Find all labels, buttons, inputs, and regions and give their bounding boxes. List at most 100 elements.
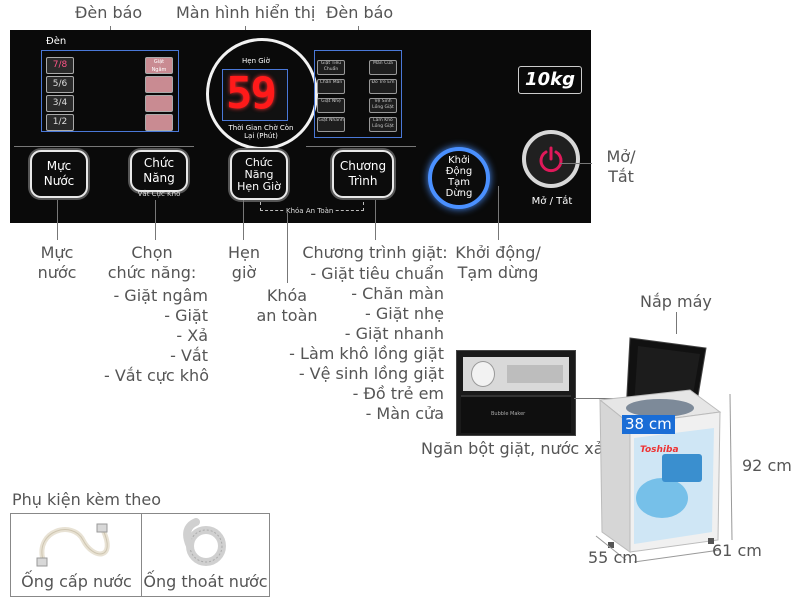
indicator-lights-right-label: Đèn báo [326, 3, 394, 22]
power-label: Mở / Tắt [531, 196, 573, 207]
control-panel: Đèn 7/8 5/6 3/4 1/2 Giặt Ngâm Giặt Xả Vắ… [10, 30, 591, 223]
indicator-lights-left-label: Đèn báo [75, 3, 143, 22]
timer-callout: Hẹn giờ [227, 243, 260, 282]
program-button[interactable]: Chương Trình [332, 150, 394, 198]
indicator-quick: Giặt Nhanh [317, 117, 345, 132]
leader-line [676, 312, 677, 334]
function-sub-label: Vắt Cực Khô [137, 190, 181, 198]
indicator-baby: Đồ Trẻ Em [369, 79, 397, 94]
panel-divider [306, 146, 416, 147]
power-callout: Mở/ Tắt [606, 147, 636, 186]
powder-compartment [507, 365, 563, 383]
function-button[interactable]: Chức Năng [130, 150, 188, 192]
accessory-drain-hose-label: Ống thoát nước [143, 572, 268, 591]
water-level-3-4: 3/4 [46, 95, 74, 112]
front-graphic-badge [662, 454, 702, 482]
indicator-rinse: Xả [145, 95, 173, 112]
program-button-label: Chương Trình [339, 159, 387, 188]
drain-hose-icon [183, 518, 226, 566]
lid-callout: Nắp máy [640, 292, 712, 311]
drum-opening [626, 399, 694, 417]
height-dimension: 92 cm [742, 456, 792, 475]
capacity-badge: 10kg [518, 66, 582, 94]
right-indicator-group [314, 50, 402, 138]
program-item: - Làm khô lồng giặt [289, 344, 444, 363]
program-item: - Vệ sinh lồng giặt [298, 364, 444, 383]
accessory-inlet-hose-label: Ống cấp nước [21, 572, 132, 591]
child-lock-label: Khóa An Toàn [284, 207, 336, 215]
indicator-curtain: Màn Cửa [369, 60, 397, 75]
program-item: - Chăn màn [351, 284, 444, 303]
leader-line [57, 200, 58, 240]
indicator-blanket: Chăn Màn [317, 79, 345, 94]
depth-dimension: 61 cm [712, 541, 762, 560]
machine-foot [608, 542, 614, 548]
indicator-standard: Giặt Tiêu Chuẩn [317, 60, 345, 75]
power-button[interactable] [522, 130, 580, 188]
display-caption: Thời Gian Chờ Còn Lại (Phút) [228, 124, 294, 140]
indicator-wash: Giặt [145, 76, 173, 93]
water-level-button[interactable]: Mực Nước [30, 150, 88, 198]
water-level-header: Đèn [46, 36, 67, 47]
function-item: - Giặt [164, 306, 208, 325]
leader-line [574, 398, 614, 399]
indicator-spin: Vắt [145, 114, 173, 131]
indicator-tub-clean: Vệ Sinh Lồng Giặt [369, 98, 397, 113]
leader-line [155, 200, 156, 240]
width-dimension-line [595, 535, 627, 561]
detergent-drawer-photo: Bubble Maker [456, 350, 576, 436]
leader-line [560, 163, 592, 164]
leader-line [243, 200, 244, 240]
front-logo: Toshiba [640, 445, 679, 455]
function-list: - Giặt ngâm - Giặt - Xả - Vắt - Vắt cực … [104, 286, 209, 386]
program-item: - Giặt nhanh [344, 324, 444, 343]
program-item: - Giặt nhẹ [365, 304, 444, 323]
water-level-5-6: 5/6 [46, 76, 74, 93]
left-indicator-group [41, 50, 179, 132]
display-ring [206, 38, 318, 150]
accessory-drain-hose: Ống thoát nước [141, 513, 270, 597]
start-pause-label: Khởi Động Tạm Dừng [445, 155, 473, 199]
power-icon [539, 146, 563, 173]
timer-button[interactable]: Chức Năng Hẹn Giờ [230, 150, 288, 200]
function-item: - Vắt [170, 346, 208, 365]
softener-cup [471, 361, 495, 387]
drum-brand-text: Bubble Maker [491, 411, 526, 417]
water-level-callout: Mực nước [37, 243, 77, 282]
function-item: - Giặt ngâm [113, 286, 208, 305]
function-item: - Xả [176, 326, 208, 345]
inlet-hose-icon [36, 523, 110, 567]
leader-line [498, 186, 499, 240]
indicator-tub-dry: Làm Khô Lồng Giặt [369, 117, 397, 132]
display-frame [222, 69, 288, 121]
panel-divider [14, 146, 194, 147]
drawer-callout: Ngăn bột giặt, nước xả [421, 439, 604, 458]
function-callout: Chọn chức năng: [107, 243, 197, 282]
indicator-gentle: Giặt Nhẹ [317, 98, 345, 113]
height-dimension-line [729, 393, 733, 541]
water-level-1-2: 1/2 [46, 114, 74, 131]
timer-button-label: Chức Năng Hẹn Giờ [237, 156, 281, 193]
width-dimension: 55 cm [588, 548, 638, 567]
indicator-soak: Giặt Ngâm [145, 57, 173, 74]
machine-foot [708, 538, 714, 544]
leader-line [375, 200, 376, 240]
program-item: - Màn cửa [365, 404, 444, 423]
start-pause-button[interactable]: Khởi Động Tạm Dừng [428, 147, 490, 209]
water-level-button-label: Mực Nước [43, 159, 75, 188]
program-list: - Giặt tiêu chuẩn - Chăn màn - Giặt nhẹ … [280, 264, 444, 424]
start-pause-callout: Khởi động/ Tạm dừng [455, 243, 541, 282]
display-screen-label: Màn hình hiển thị [176, 3, 316, 22]
program-item: - Giặt tiêu chuẩn [310, 264, 444, 283]
timer-label: Hẹn Giờ [242, 57, 270, 65]
leader-line [287, 213, 288, 283]
program-callout: Chương trình giặt: [302, 243, 448, 262]
function-item: - Vắt cực khô [104, 366, 209, 385]
program-item: - Đồ trẻ em [352, 384, 444, 403]
depth-dimension-line [633, 549, 721, 563]
front-graphic-splash [636, 478, 688, 518]
function-button-label: Chức Năng [143, 156, 175, 185]
accessory-inlet-hose: Ống cấp nước [10, 513, 143, 597]
water-level-7-8: 7/8 [46, 57, 74, 74]
child-lock-callout: Khóa an toàn [256, 286, 318, 325]
